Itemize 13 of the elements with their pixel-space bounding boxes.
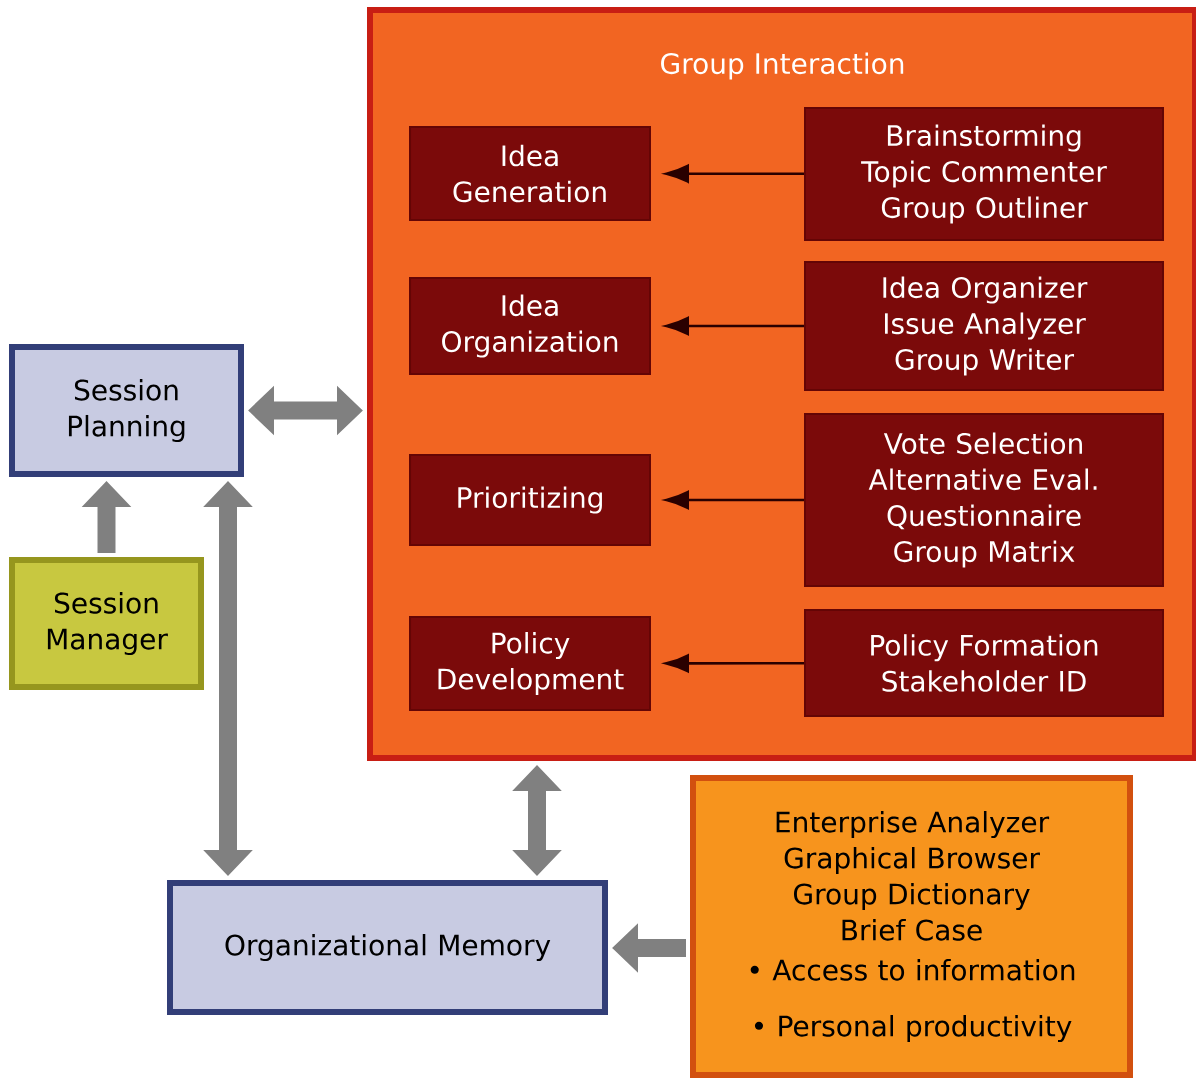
tool-box: Enterprise Analyzer Graphical Browser Group Dictionary Brief Case • Access to information • Personal productivity [690,775,1133,1078]
tool-box: Vote Selection Alternative Eval. Questionnaire Group Matrix [804,413,1164,587]
panel-title: Group Interaction [661,52,904,80]
tool-box: Policy Formation Stakeholder ID [804,609,1164,717]
tool-box: Idea Organization [409,277,651,375]
tool-box: Prioritizing [409,454,651,546]
tool-box: Idea Organizer Issue Analyzer Group Writer [804,261,1164,391]
process-box: Organizational Memory [167,880,608,1015]
tool-box: Brainstorming Topic Commenter Group Outliner [804,107,1164,241]
process-box: Session Planning [9,344,244,477]
tool-box: Idea Generation [409,126,651,221]
process-box: Session Manager [9,557,204,690]
tool-box: Policy Development [409,616,651,711]
